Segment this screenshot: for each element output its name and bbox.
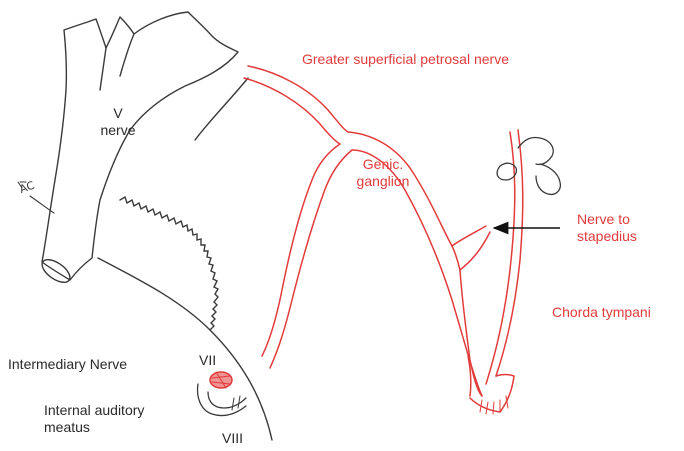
internal-auditory-meatus-line2: meatus	[44, 419, 144, 436]
v-nerve-label-line2: nerve	[98, 122, 138, 139]
intermediary-nerve-label: Intermediary Nerve	[8, 356, 127, 373]
genic-ganglion-line1: Genic.	[348, 156, 418, 173]
internal-auditory-meatus-line1: Internal auditory	[44, 402, 144, 419]
internal-auditory-meatus-label: Internal auditory meatus	[44, 402, 144, 436]
viii-label: VIII	[222, 430, 243, 447]
chorda-tympani-label: Chorda tympani	[552, 304, 651, 321]
v-nerve-label: V nerve	[98, 105, 138, 139]
nerve-to-stapedius-label: Nerve to stapedius	[577, 211, 637, 245]
ossicles-sketch	[497, 137, 560, 194]
viii-nerve-sketch	[198, 384, 246, 416]
v-nerve-label-line1: V	[98, 105, 138, 122]
genic-ganglion-label: Genic. ganglion	[348, 156, 418, 190]
nerve-to-stapedius-line2: stapedius	[577, 228, 637, 245]
facial-nerve-red	[210, 66, 523, 414]
nerve-to-stapedius-line1: Nerve to	[577, 211, 637, 228]
greater-superficial-petrosal-label: Greater superficial petrosal nerve	[302, 51, 509, 68]
genic-ganglion-line2: ganglion	[348, 173, 418, 190]
vii-label: VII	[199, 352, 216, 369]
